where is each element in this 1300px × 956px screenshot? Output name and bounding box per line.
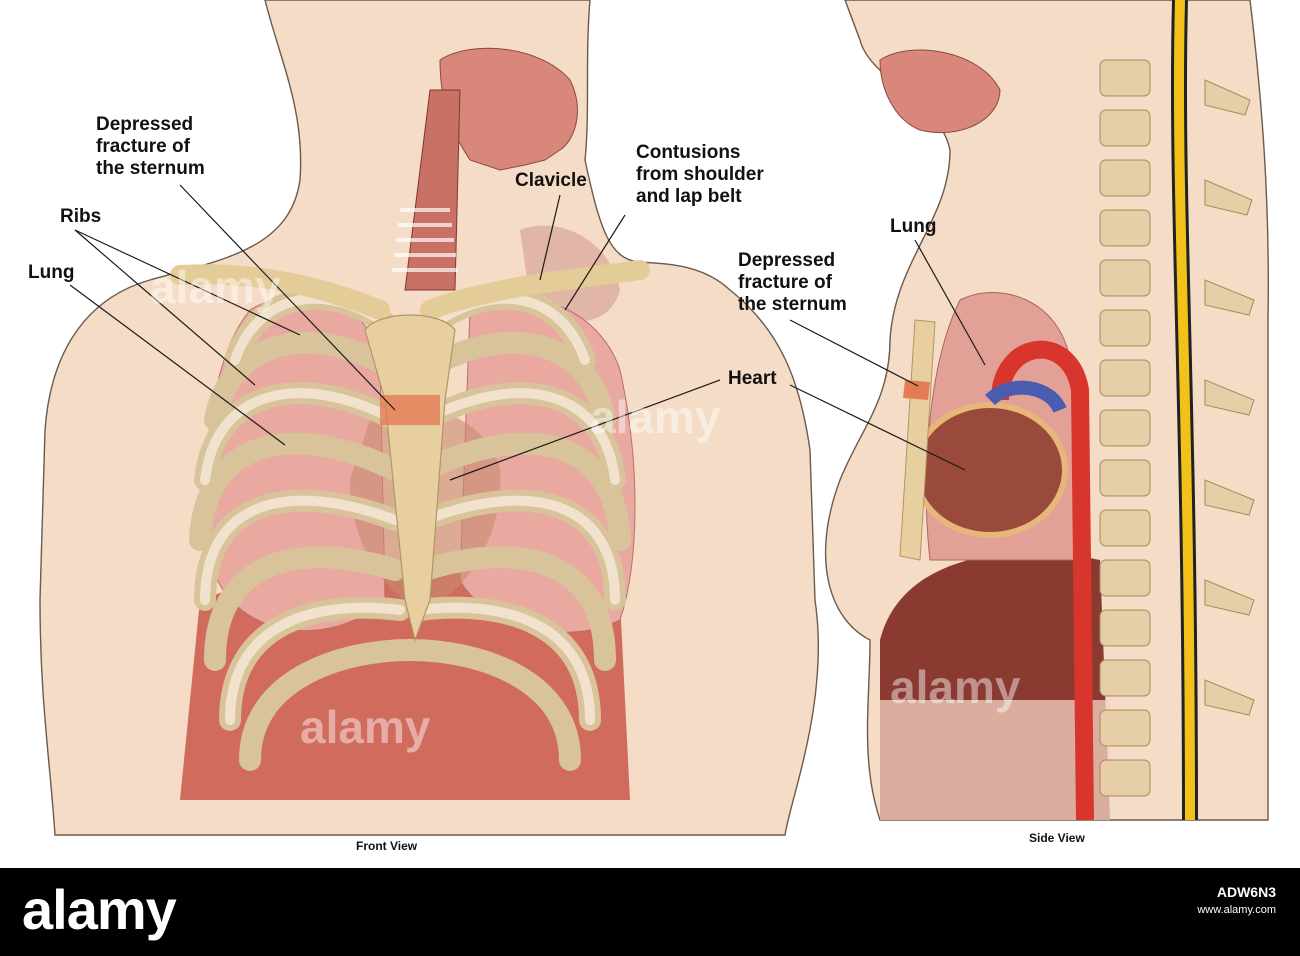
stock-image-id: ADW6N3 bbox=[1216, 884, 1276, 900]
leader-front-lung bbox=[69, 284, 286, 446]
label-front-depressed-fracture: Depressed fracture of the sternum bbox=[96, 114, 205, 179]
side-sternum bbox=[899, 319, 936, 561]
front-ribs bbox=[189, 287, 631, 771]
label-front-heart: Heart bbox=[728, 368, 777, 389]
label-front-lung: Lung bbox=[28, 262, 75, 283]
label-front-clavicle: Clavicle bbox=[515, 170, 587, 191]
leader-side-heart bbox=[789, 384, 966, 471]
front-trachea-rings bbox=[392, 208, 458, 272]
front-clavicle-left bbox=[170, 264, 390, 320]
leader-front-clavicle bbox=[539, 194, 561, 281]
leader-front-heart bbox=[449, 379, 721, 481]
front-sternum-fracture bbox=[380, 395, 440, 425]
caption-front-view: Front View bbox=[356, 839, 418, 853]
label-front-contusions: Contusions from shoulder and lap belt bbox=[636, 142, 764, 207]
leader-side-lung bbox=[914, 239, 986, 366]
side-spinal-cord-inner bbox=[1173, 0, 1195, 821]
leader-front-ribs-2 bbox=[74, 229, 256, 386]
side-heart bbox=[912, 402, 1068, 538]
caption-side-view: Side View bbox=[1029, 831, 1085, 845]
stock-banner bbox=[0, 868, 1300, 956]
side-spinous-processes bbox=[1204, 79, 1255, 716]
stock-brand-logo: alamy bbox=[22, 878, 177, 941]
front-clavicle-right bbox=[420, 260, 650, 320]
label-front-ribs: Ribs bbox=[60, 206, 102, 227]
leader-lines bbox=[69, 184, 986, 481]
side-vertebrae bbox=[1099, 59, 1151, 797]
side-abdominal-fade bbox=[880, 700, 1110, 820]
side-sternum-fracture bbox=[903, 380, 930, 400]
label-side-lung: Lung bbox=[890, 216, 937, 237]
side-aorta bbox=[991, 340, 1094, 821]
front-view-illustration bbox=[39, 0, 819, 836]
stock-site-url: www.alamy.com bbox=[1197, 904, 1276, 916]
leader-side-fracture bbox=[789, 319, 919, 387]
anatomy-figure bbox=[39, 0, 1270, 836]
side-vena-cava bbox=[985, 380, 1067, 414]
side-tongue bbox=[879, 49, 1001, 134]
leader-front-fracture bbox=[179, 184, 396, 411]
side-view-illustration bbox=[824, 0, 1270, 821]
label-side-depressed-fracture: Depressed fracture of the sternum bbox=[738, 250, 847, 315]
leader-front-ribs-1 bbox=[74, 229, 301, 336]
leader-front-contusions bbox=[564, 214, 626, 311]
